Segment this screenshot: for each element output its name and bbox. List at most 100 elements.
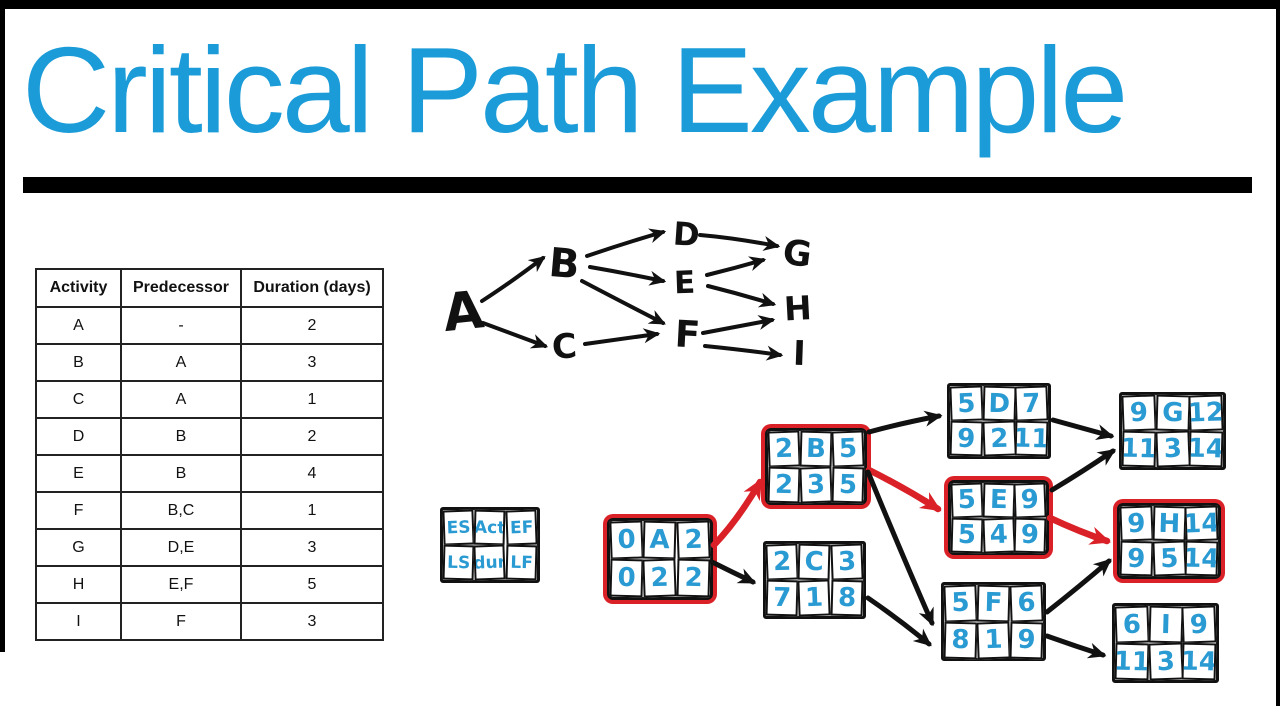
cpm-edge-E-H-critical bbox=[1046, 514, 1111, 545]
precedence-sketch-diagram: A B C D E F G H I bbox=[440, 214, 814, 374]
cpm-node-C: 2 C 3 7 1 8 bbox=[763, 541, 866, 619]
cpm-node-H: 9 H 14 9 5 14 bbox=[1117, 503, 1221, 579]
frame-left-bar bbox=[0, 0, 5, 652]
lf-value: 5 bbox=[831, 466, 865, 503]
duration-value: 1 bbox=[797, 579, 832, 617]
activity-label: H bbox=[1152, 505, 1186, 542]
ef-value: 7 bbox=[1014, 385, 1049, 422]
duration-value: 5 bbox=[1152, 540, 1186, 577]
activity-cell: B bbox=[35, 343, 122, 382]
sketch-node-H: H bbox=[783, 288, 813, 328]
cpm-node-F: 5 F 6 8 1 9 bbox=[941, 582, 1046, 661]
lf-value: 9 bbox=[1013, 517, 1047, 553]
es-value: 5 bbox=[949, 385, 984, 422]
duration-value: 3 bbox=[1155, 430, 1190, 468]
legend-ls-label: LS bbox=[442, 544, 475, 581]
es-value: 9 bbox=[1119, 505, 1154, 542]
ls-value: 9 bbox=[1119, 540, 1154, 577]
lf-value: 2 bbox=[676, 558, 711, 598]
col-header-predecessor: Predecessor bbox=[120, 268, 242, 308]
ef-value: 9 bbox=[1013, 482, 1047, 519]
cpm-edge-B-F bbox=[865, 469, 935, 627]
cpm-edge-C-F bbox=[865, 595, 932, 647]
predecessor-cell: A bbox=[120, 343, 242, 382]
sketch-node-A: A bbox=[440, 280, 486, 344]
sketch-edge-F-I bbox=[703, 344, 784, 361]
duration-cell: 5 bbox=[240, 565, 384, 604]
duration-cell: 1 bbox=[240, 380, 384, 419]
predecessor-cell: F bbox=[120, 602, 242, 641]
activity-label: B bbox=[799, 430, 833, 467]
sketch-node-G: G bbox=[781, 233, 814, 276]
table-header-row: Activity Predecessor Duration (days) bbox=[35, 268, 384, 308]
activity-label: E bbox=[982, 482, 1015, 518]
activity-cell: E bbox=[35, 454, 122, 493]
sketch-node-B: B bbox=[547, 240, 581, 288]
duration-value: 3 bbox=[1148, 642, 1183, 681]
duration-value: 2 bbox=[642, 558, 678, 598]
sketch-edge-E-G bbox=[705, 256, 767, 277]
cpm-edge-F-H bbox=[1044, 558, 1112, 615]
activity-label: F bbox=[976, 584, 1011, 622]
duration-cell: 3 bbox=[240, 602, 384, 641]
ls-value: 11 bbox=[1121, 430, 1157, 468]
sketch-edge-B-E bbox=[588, 265, 667, 286]
predecessor-cell: B bbox=[120, 454, 242, 493]
duration-value: 4 bbox=[982, 516, 1015, 553]
sketch-node-D: D bbox=[672, 214, 701, 254]
activity-label: G bbox=[1155, 394, 1190, 432]
predecessor-cell: D,E bbox=[120, 528, 242, 567]
activity-cell: G bbox=[35, 528, 122, 567]
ef-value: 6 bbox=[1009, 584, 1044, 623]
ef-value: 2 bbox=[676, 520, 711, 560]
es-value: 2 bbox=[767, 430, 801, 468]
es-value: 9 bbox=[1121, 394, 1157, 432]
activity-cell: C bbox=[35, 380, 122, 419]
legend-lf-label: LF bbox=[505, 544, 538, 581]
es-value: 2 bbox=[765, 543, 799, 581]
sketch-edge-B-F bbox=[580, 279, 666, 325]
legend-act-label: Act bbox=[473, 509, 507, 546]
activity-cell: A bbox=[35, 306, 122, 345]
sketch-edge-B-D bbox=[585, 228, 667, 258]
activity-cell: D bbox=[35, 417, 122, 456]
cpm-edge-F-I bbox=[1044, 633, 1107, 659]
cpm-edge-A-C bbox=[709, 559, 757, 585]
ef-value: 5 bbox=[831, 430, 865, 468]
duration-cell: 4 bbox=[240, 454, 384, 493]
duration-value: 2 bbox=[982, 420, 1016, 457]
ls-value: 11 bbox=[1114, 642, 1150, 681]
es-value: 5 bbox=[943, 584, 978, 623]
cpm-edge-E-G bbox=[1049, 448, 1116, 493]
activity-label: C bbox=[797, 543, 832, 581]
activity-cell: H bbox=[35, 565, 122, 604]
lf-value: 14 bbox=[1184, 540, 1219, 577]
es-value: 5 bbox=[950, 482, 984, 519]
lf-value: 8 bbox=[830, 579, 864, 617]
legend-dur-label: dur bbox=[473, 544, 507, 581]
cpm-node-G: 9 G 12 11 3 14 bbox=[1119, 392, 1226, 470]
es-value: 0 bbox=[609, 520, 644, 560]
ef-value: 3 bbox=[830, 543, 864, 581]
cpm-edge-A-B-critical bbox=[710, 478, 764, 549]
legend-ef-label: EF bbox=[505, 509, 538, 546]
page-title: Critical Path Example bbox=[22, 22, 1128, 158]
duration-cell: 2 bbox=[240, 417, 384, 456]
ef-value: 14 bbox=[1184, 505, 1219, 542]
duration-cell: 1 bbox=[240, 491, 384, 530]
duration-value: 1 bbox=[976, 620, 1011, 659]
lf-value: 11 bbox=[1014, 420, 1049, 457]
cpm-edge-B-D bbox=[866, 410, 943, 435]
ls-value: 0 bbox=[609, 558, 644, 598]
activity-cell: F bbox=[35, 491, 122, 530]
sketch-node-F: F bbox=[674, 312, 701, 356]
sketch-edge-A-B bbox=[480, 255, 546, 303]
ef-value: 9 bbox=[1181, 605, 1217, 644]
col-header-activity: Activity bbox=[35, 268, 122, 308]
cpm-node-E: 5 E 9 5 4 9 bbox=[948, 480, 1049, 555]
table-row: A-2 bbox=[35, 306, 384, 345]
activity-cell: I bbox=[35, 602, 122, 641]
activity-label: A bbox=[642, 520, 678, 560]
